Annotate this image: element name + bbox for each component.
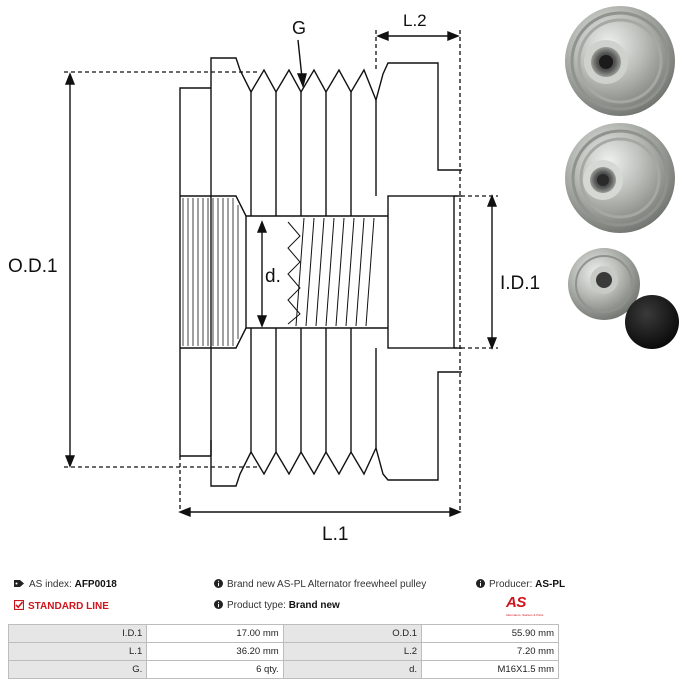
spec-label: L.1 bbox=[7, 642, 148, 661]
thread bbox=[287, 217, 375, 327]
spec-label: I.D.1 bbox=[7, 624, 148, 643]
as-index-label: AS index: bbox=[29, 579, 72, 590]
label-l1: L.1 bbox=[322, 524, 348, 545]
spec-label: L.2 bbox=[282, 642, 423, 661]
spec-value: M16X1.5 mm bbox=[421, 660, 559, 679]
top-ribs bbox=[210, 57, 462, 171]
dashed-references bbox=[64, 30, 498, 512]
as-index-value: AFP0018 bbox=[74, 579, 117, 590]
spline-hatch bbox=[182, 198, 239, 346]
standard-line: STANDARD LINE bbox=[13, 599, 109, 613]
logo-mark: AS bbox=[506, 594, 526, 611]
product-photo-back bbox=[565, 123, 675, 233]
spec-value: 36.20 mm bbox=[146, 642, 284, 661]
pulley-outline bbox=[179, 57, 462, 487]
info-icon bbox=[476, 579, 485, 591]
table-row: I.D.1 17.00 mm O.D.1 55.90 mm bbox=[7, 624, 559, 643]
standard-line-label: STANDARD LINE bbox=[28, 601, 109, 612]
dimension-lines bbox=[64, 30, 498, 518]
product-photo-cap bbox=[625, 295, 679, 349]
table-row: L.1 36.20 mm L.2 7.20 mm bbox=[7, 642, 559, 661]
producer-label: Producer: bbox=[489, 579, 533, 590]
as-pl-logo: AS Alternators, Starters & Parts bbox=[506, 594, 558, 618]
spec-label: O.D.1 bbox=[282, 624, 423, 643]
bottom-ribs bbox=[210, 371, 462, 487]
spec-label: G. bbox=[7, 660, 148, 679]
specs-table: I.D.1 17.00 mm O.D.1 55.90 mm L.1 36.20 … bbox=[7, 624, 559, 679]
logo-tagline: Alternators, Starters & Parts bbox=[506, 613, 544, 617]
product-type: Product type: Brand new bbox=[214, 600, 340, 612]
info-icon bbox=[214, 600, 223, 612]
checkbox-icon bbox=[13, 599, 25, 613]
spec-value: 7.20 mm bbox=[421, 642, 559, 661]
as-index: AS index: AFP0018 bbox=[14, 579, 117, 591]
label-g: G bbox=[292, 18, 306, 38]
technical-drawing: G L.2 O.D.1 I.D.1 d. L.1 bbox=[8, 6, 679, 545]
product-photo-front bbox=[565, 6, 675, 116]
label-od1: O.D.1 bbox=[8, 256, 58, 277]
table-row: G. 6 qty. d. M16X1.5 mm bbox=[7, 660, 559, 679]
producer: Producer: AS-PL bbox=[476, 579, 565, 591]
product-type-label: Product type: bbox=[227, 600, 286, 611]
label-d: d. bbox=[265, 266, 281, 287]
tag-icon bbox=[14, 579, 25, 591]
spec-label: d. bbox=[282, 660, 423, 679]
label-id1: I.D.1 bbox=[500, 273, 540, 294]
spec-value: 55.90 mm bbox=[421, 624, 559, 643]
product-photo-side bbox=[568, 248, 640, 320]
info-icon bbox=[214, 579, 223, 591]
spec-value: 17.00 mm bbox=[146, 624, 284, 643]
spec-value: 6 qty. bbox=[146, 660, 284, 679]
product-type-value: Brand new bbox=[288, 600, 340, 611]
description: Brand new AS-PL Alternator freewheel pul… bbox=[214, 579, 426, 591]
label-l2: L.2 bbox=[403, 11, 427, 30]
producer-value: AS-PL bbox=[535, 579, 566, 590]
description-text: Brand new AS-PL Alternator freewheel pul… bbox=[227, 579, 427, 590]
